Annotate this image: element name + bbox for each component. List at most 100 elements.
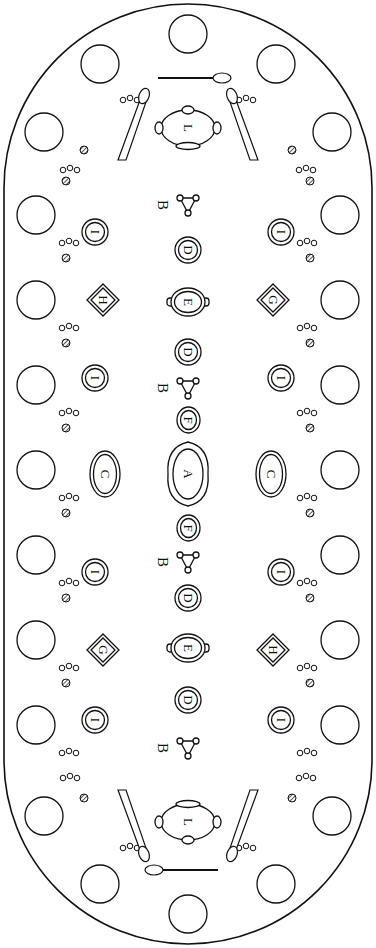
plate <box>321 281 359 319</box>
cruet-bottle <box>177 378 183 384</box>
glass <box>304 323 310 329</box>
salt <box>306 339 314 347</box>
round-dish: D <box>174 236 202 264</box>
round-dish: I <box>267 558 295 586</box>
glass <box>73 495 79 501</box>
oval-dish: C <box>255 450 287 498</box>
callout-letter: B <box>155 557 170 567</box>
oval-dish: E <box>167 287 209 317</box>
glass <box>66 748 72 754</box>
glass <box>250 845 256 851</box>
glass <box>74 167 80 173</box>
salt <box>62 254 70 262</box>
salt <box>288 794 296 802</box>
glass <box>59 750 65 756</box>
round-dish: I <box>81 558 109 586</box>
glass <box>60 775 66 781</box>
salt <box>80 794 88 802</box>
callout-letter: B <box>155 743 170 753</box>
table-outline <box>4 4 372 944</box>
glass <box>296 775 302 781</box>
dish-letter: I <box>89 376 102 380</box>
glass <box>311 580 317 586</box>
centre-dish: A <box>165 441 211 507</box>
glass <box>73 750 79 756</box>
glass <box>243 95 249 101</box>
glass <box>243 843 249 849</box>
salt <box>306 679 314 687</box>
glass <box>304 748 310 754</box>
glass <box>297 580 303 586</box>
glass <box>311 325 317 331</box>
round-dish: I <box>81 706 109 734</box>
glass <box>127 95 133 101</box>
plate <box>321 706 359 744</box>
dish-letter: F <box>182 416 195 423</box>
cruet-bottle <box>193 378 199 384</box>
small-dish: F <box>176 514 201 542</box>
glass <box>120 97 126 103</box>
cruet-bottle <box>193 195 199 201</box>
plate <box>81 865 119 903</box>
dish-letter: I <box>89 570 102 574</box>
glass <box>311 665 317 671</box>
glass <box>73 410 79 416</box>
plate <box>321 536 359 574</box>
salt <box>62 424 70 432</box>
salt <box>306 509 314 517</box>
salt <box>288 146 296 154</box>
dish-letter: I <box>275 718 288 722</box>
salt <box>306 177 314 185</box>
glass <box>127 843 133 849</box>
dish-letter: H <box>267 645 280 654</box>
plates <box>17 15 359 933</box>
salt <box>80 146 88 154</box>
glass <box>296 167 302 173</box>
dish-letter: H <box>97 295 110 304</box>
dish-letter: D <box>182 347 195 356</box>
glass <box>74 775 80 781</box>
plate <box>169 895 207 933</box>
glass <box>303 773 309 779</box>
glass <box>311 750 317 756</box>
diamond-dish: H <box>256 633 290 667</box>
callout-letter: B <box>155 383 170 393</box>
glass <box>120 845 126 851</box>
glass <box>59 325 65 331</box>
dish-letter: I <box>275 570 288 574</box>
round-dish: I <box>267 364 295 392</box>
soup-tureen: L <box>155 102 221 154</box>
plate <box>313 113 351 151</box>
soup-tureen: L <box>155 796 221 848</box>
glass <box>304 663 310 669</box>
glass <box>66 578 72 584</box>
dish-letter: L <box>182 818 195 826</box>
glass <box>59 665 65 671</box>
oval-dish: C <box>89 450 121 498</box>
cruet-bottle <box>193 552 199 558</box>
glass <box>73 665 79 671</box>
plate <box>17 706 55 744</box>
plate <box>25 113 63 151</box>
dish-letter: E <box>182 644 195 652</box>
salt <box>306 254 314 262</box>
dish-letter: F <box>182 524 195 531</box>
salt <box>62 679 70 687</box>
plate <box>257 45 295 83</box>
dish-letter: G <box>97 645 110 654</box>
dish-letter: L <box>182 124 195 132</box>
glass <box>66 663 72 669</box>
glass <box>304 408 310 414</box>
plate <box>313 797 351 835</box>
glass <box>67 165 73 171</box>
plate <box>17 281 55 319</box>
dish-letter: D <box>182 245 195 254</box>
round-dish: I <box>81 364 109 392</box>
glass <box>297 665 303 671</box>
glass <box>304 238 310 244</box>
round-dish: D <box>174 584 202 612</box>
round-dish: D <box>174 686 202 714</box>
callout-letter: B <box>155 200 170 210</box>
plate <box>257 865 295 903</box>
